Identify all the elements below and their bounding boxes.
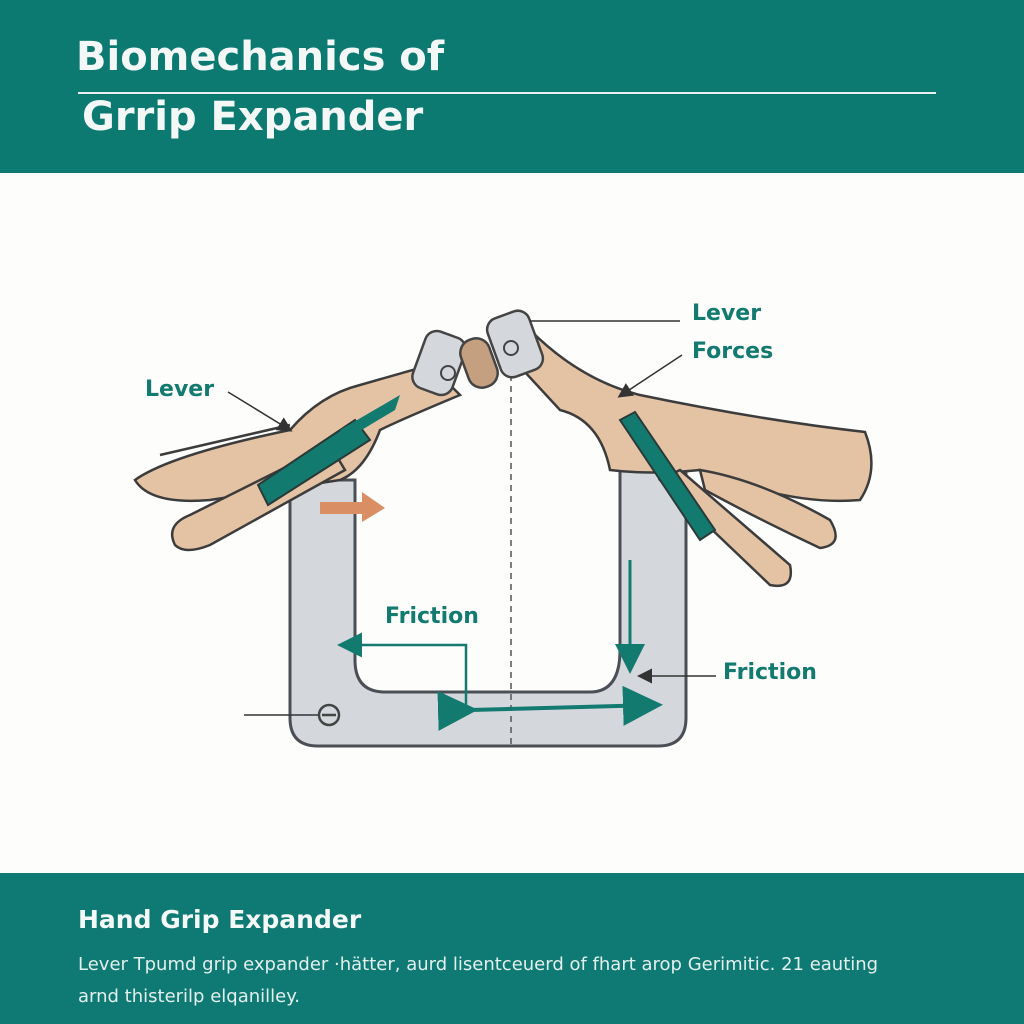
label-lever-right: Lever [692, 301, 761, 326]
right-grip-handle [618, 410, 717, 542]
spring-pad [459, 337, 499, 389]
push-arrow [320, 492, 385, 522]
left-grip-handle [256, 418, 372, 507]
footer-banner: Hand Grip Expander Lever Tpumd grip expa… [0, 873, 1024, 1024]
label-friction-right: Friction [723, 660, 817, 685]
pivot-screw-icon [317, 703, 341, 727]
label-friction-center: Friction [385, 604, 479, 629]
left-lever-cap [411, 329, 467, 397]
label-lever-left: Lever [145, 377, 214, 402]
title-divider [78, 92, 936, 94]
page-title-line1: Biomechanics of [76, 34, 445, 80]
friction-arrow-horizontal [437, 685, 663, 731]
label-forces: Forces [692, 339, 773, 364]
footer-description: Lever Tpumd grip expander ·hätter, aurd … [78, 954, 879, 1007]
footer-title: Hand Grip Expander [78, 905, 362, 934]
page-title-line2: Grrip Expander [82, 94, 424, 140]
right-lever-cap [485, 309, 545, 379]
header-banner: Biomechanics of Grrip Expander [0, 0, 1024, 173]
